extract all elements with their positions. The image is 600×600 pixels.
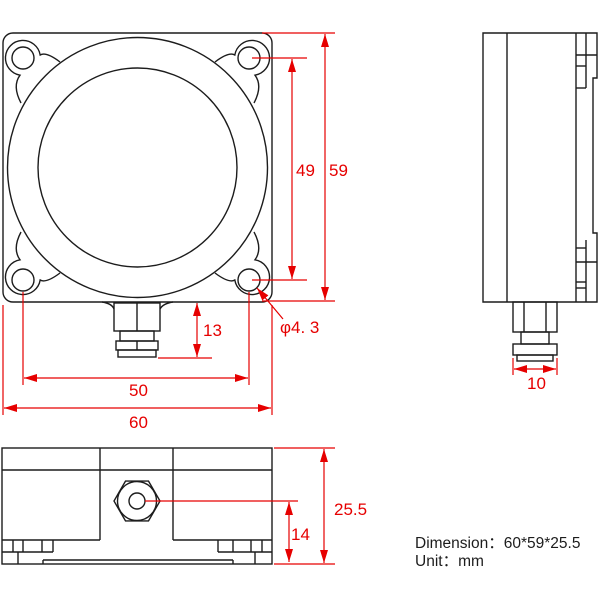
leader-line-hole-diameter: [256, 287, 284, 320]
front-cable-gland: [101, 301, 174, 358]
bottom-view: [1, 447, 273, 565]
bottom-outline: [1, 447, 273, 565]
front-outline: [2, 32, 273, 303]
side-gland-nut: [512, 343, 558, 356]
side-cable-gland: [512, 301, 558, 362]
gland-flare-left: [101, 301, 115, 310]
hex-nut-outline: [113, 480, 161, 522]
dim-label-49: 49: [296, 161, 315, 180]
side-gland-collar: [520, 331, 550, 345]
dimension-labels: 49 59 13 φ4. 3 50 60 10 25.5 14: [129, 161, 546, 544]
corner-boss-top-left: [4, 39, 61, 104]
notes-block: Dimension：60*59*25.5 Unit：mm: [415, 535, 580, 570]
note-unit: Unit：mm: [415, 553, 484, 570]
note-dimension: Dimension：60*59*25.5: [415, 535, 580, 552]
mounting-hole-top-left: [11, 46, 35, 70]
corner-boss-bottom-right: [214, 231, 271, 296]
dim-label-50: 50: [129, 381, 148, 400]
dim-label-10: 10: [527, 374, 546, 393]
dim-label-59: 59: [329, 161, 348, 180]
side-gland-cap: [516, 354, 554, 362]
dim-label-hole-diameter: φ4. 3: [280, 318, 319, 337]
front-view: [2, 32, 273, 358]
side-gland-hex-body: [512, 301, 558, 333]
corner-boss-bottom-left: [4, 231, 61, 296]
dim-label-60: 60: [129, 413, 148, 432]
gland-cap: [117, 349, 157, 358]
side-view: [482, 32, 598, 362]
hex-inner-circle: [128, 492, 146, 510]
front-face-outer-circle: [6, 36, 269, 299]
front-face-inner-circle: [37, 67, 238, 268]
dim-label-13: 13: [203, 321, 222, 340]
dim-label-14: 14: [291, 525, 310, 544]
mounting-hole-bottom-left: [11, 268, 35, 292]
dimension-lines: [2, 32, 558, 565]
gland-flare-right: [159, 301, 174, 310]
gland-collar: [119, 330, 155, 342]
corner-boss-top-right: [214, 39, 271, 104]
dim-label-25-5: 25.5: [334, 500, 367, 519]
